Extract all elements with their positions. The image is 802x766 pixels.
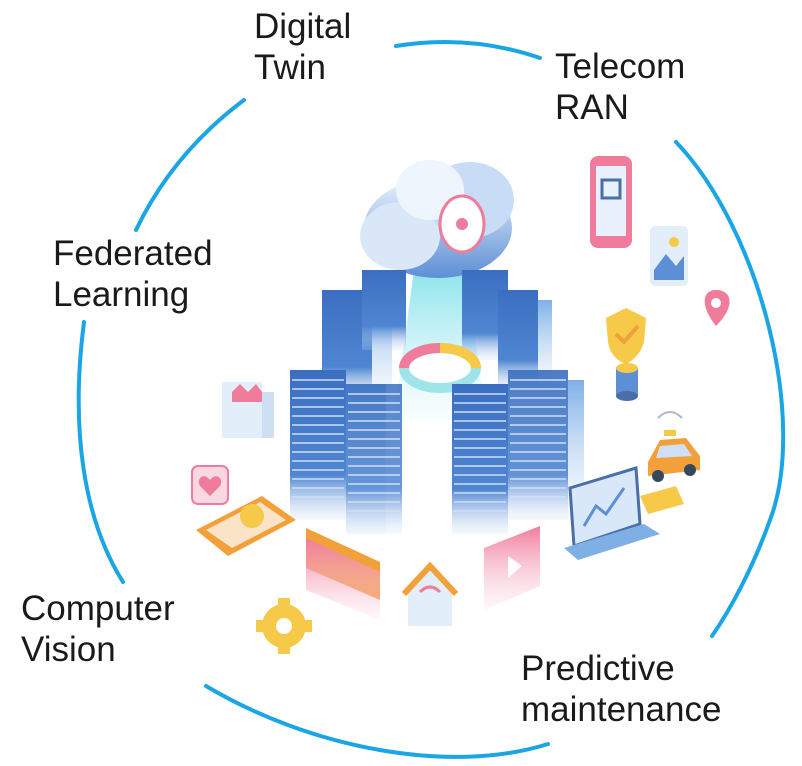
ring-arc-right (674, 140, 786, 638)
credit-card-icon (640, 486, 684, 514)
location-pin-icon (704, 290, 730, 326)
label-telecom-ran-line2: RAN (555, 88, 629, 127)
label-computer-vision-line1: Computer (21, 589, 175, 628)
rack-slot-lines (292, 379, 566, 512)
factory-icon (222, 382, 274, 438)
label-telecom-ran-line1: Telecom (555, 47, 686, 86)
label-federated-learning-line1: Federated (53, 234, 213, 273)
ring-arc-bottom (204, 684, 550, 759)
label-digital-twin-line2: Twin (254, 48, 326, 87)
ring-arc-left-lower (76, 320, 125, 584)
server-rack-front-left (290, 370, 402, 534)
smartphone-qr-icon (590, 156, 632, 248)
heart-chat-icon (191, 465, 229, 505)
server-rack-front-right (452, 370, 584, 534)
label-telecom-ran: Telecom RAN (555, 46, 685, 128)
shield-check-icon (606, 308, 646, 364)
taxi-car-icon (648, 411, 700, 482)
label-computer-vision-line2: Vision (21, 630, 116, 669)
label-computer-vision: Computer Vision (21, 588, 175, 670)
label-digital-twin: Digital Twin (254, 6, 351, 88)
phone-emoji-icon (196, 496, 296, 556)
ring-arc-left-upper (134, 98, 246, 232)
image-icon (650, 226, 688, 286)
web-window-icon (306, 528, 380, 620)
label-digital-twin-line1: Digital (254, 7, 352, 46)
gear-icon (256, 598, 312, 654)
donut-chart-icon (399, 343, 481, 393)
smart-home-icon (401, 561, 459, 626)
label-predictive-maintenance: Predictive maintenance (521, 648, 721, 730)
label-predictive-maintenance-line2: maintenance (521, 690, 722, 729)
cloud-icon (360, 160, 514, 278)
video-player-icon (484, 526, 540, 610)
database-icon (616, 363, 638, 401)
laptop-chart-icon (564, 466, 660, 560)
label-federated-learning-line2: Learning (53, 275, 190, 314)
ring-arc-top (394, 40, 542, 60)
label-predictive-maintenance-line1: Predictive (521, 649, 675, 688)
server-rack-back-center-left (362, 270, 406, 350)
label-federated-learning: Federated Learning (53, 233, 213, 315)
outer-ring (76, 40, 786, 759)
